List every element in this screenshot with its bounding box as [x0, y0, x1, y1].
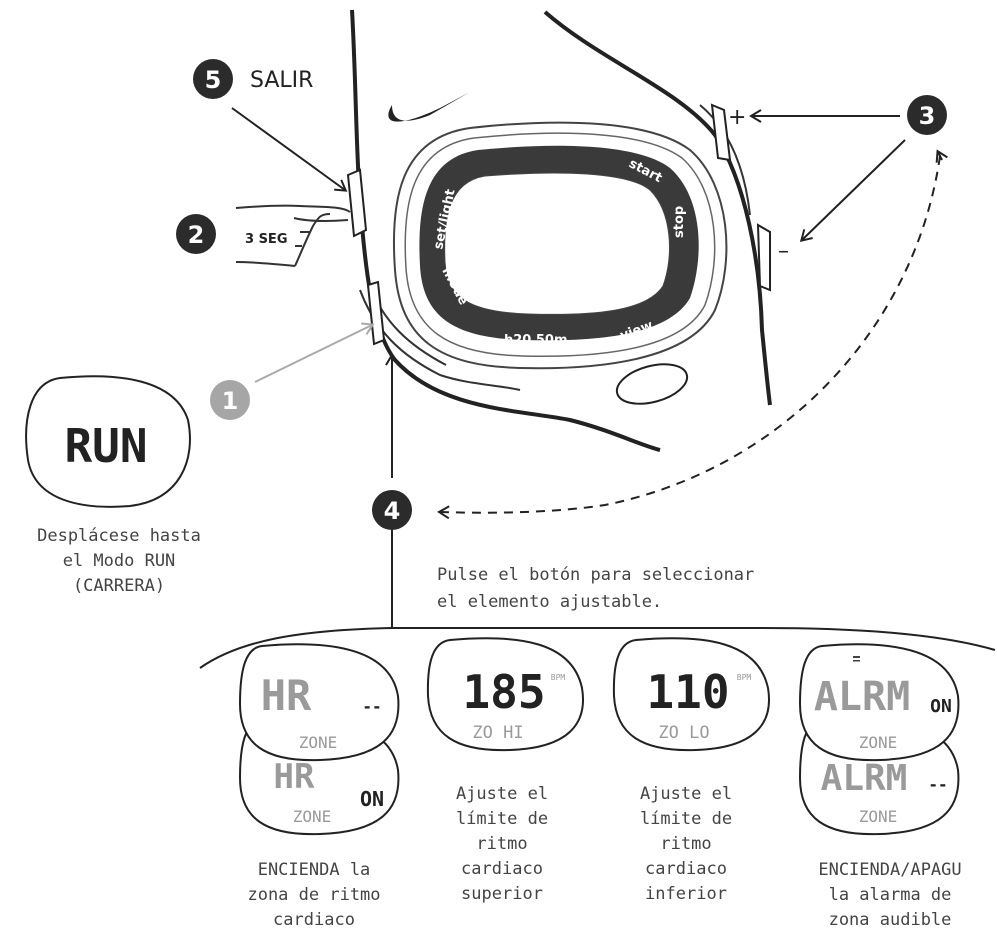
svg-text:BPM: BPM — [737, 673, 752, 682]
bracket-arc — [199, 627, 996, 669]
svg-text:BPM: BPM — [551, 673, 566, 682]
svg-text:ALRM: ALRM — [821, 758, 908, 799]
watch-face — [392, 121, 728, 370]
svg-text:RUN: RUN — [64, 419, 147, 473]
svg-text:ON: ON — [930, 696, 952, 717]
upper-limit-display: 185 BPM ZO HI — [426, 637, 584, 752]
step-badge-5: 5 — [193, 59, 233, 99]
svg-text:ZONE: ZONE — [293, 807, 332, 826]
svg-text:--: -- — [928, 775, 947, 794]
lower-limit-display: 110 BPM ZO LO — [612, 637, 770, 752]
svg-text:2: 2 — [188, 221, 205, 249]
svg-text:HR: HR — [274, 757, 315, 797]
svg-text:ZONE: ZONE — [859, 733, 898, 752]
svg-text:ZO HI: ZO HI — [472, 723, 523, 743]
press-caption: Pulse el botón para seleccionar el eleme… — [437, 565, 755, 612]
plus-label: + — [728, 105, 746, 130]
svg-text:3: 3 — [919, 102, 936, 130]
scroll-caption: Desplácese hasta el Modo RUN (CARRERA) — [37, 526, 201, 596]
button-view[interactable] — [613, 357, 692, 410]
svg-text:5: 5 — [205, 66, 222, 94]
arrow-step3-minus — [799, 139, 906, 243]
button-stop[interactable] — [756, 223, 771, 292]
svg-text:110: 110 — [646, 665, 729, 719]
hr-zone-display-top: HR -- ZONE — [238, 643, 400, 762]
svg-text:ALRM: ALRM — [814, 674, 910, 720]
svg-text:--: -- — [362, 697, 381, 716]
svg-text:1: 1 — [222, 387, 239, 415]
step-badge-3: 3 — [907, 95, 947, 135]
speaker-icon — [853, 656, 860, 662]
svg-text:ZONE: ZONE — [299, 733, 338, 752]
bezel-water-label: h20 50m — [504, 333, 568, 348]
hold-label: 3 SEG — [245, 232, 288, 247]
button-mode[interactable] — [366, 280, 386, 346]
arrow-step4-loop — [437, 155, 941, 520]
button-set-light[interactable] — [346, 168, 368, 238]
arrow-step1 — [254, 322, 375, 383]
minus-label: – — [778, 239, 789, 264]
arrow-step5 — [231, 107, 348, 192]
swoosh-logo — [388, 92, 470, 122]
run-display: RUN — [25, 375, 191, 508]
svg-text:ZO LO: ZO LO — [658, 723, 709, 743]
svg-text:ZONE: ZONE — [859, 807, 898, 826]
caption-alarm: ENCIENDA/APAGU la alarma de zona audible — [818, 860, 962, 930]
finger-icon — [235, 204, 351, 267]
caption-lower-limit: Ajuste el límite de ritmo cardiaco infer… — [639, 784, 733, 904]
svg-text:185: 185 — [462, 665, 545, 719]
bezel-stop-label: stop — [672, 206, 687, 238]
step-badge-2: 2 — [176, 214, 216, 254]
step-badge-4: 4 — [372, 490, 412, 530]
button-start[interactable] — [710, 103, 732, 162]
step-badge-1: 1 — [210, 380, 250, 420]
caption-upper-limit: Ajuste el límite de ritmo cardiaco super… — [455, 784, 549, 904]
arrow-step3-dash-head — [935, 149, 948, 163]
caption-hr-zone: ENCIENDA la zona de ritmo cardiaco — [247, 860, 381, 930]
alarm-display-top: ALRM ON ZONE — [798, 643, 960, 762]
exit-label: SALIR — [250, 68, 313, 93]
svg-text:HR: HR — [261, 671, 312, 720]
svg-text:ON: ON — [360, 787, 384, 811]
screen — [444, 172, 671, 315]
svg-text:4: 4 — [384, 497, 401, 525]
